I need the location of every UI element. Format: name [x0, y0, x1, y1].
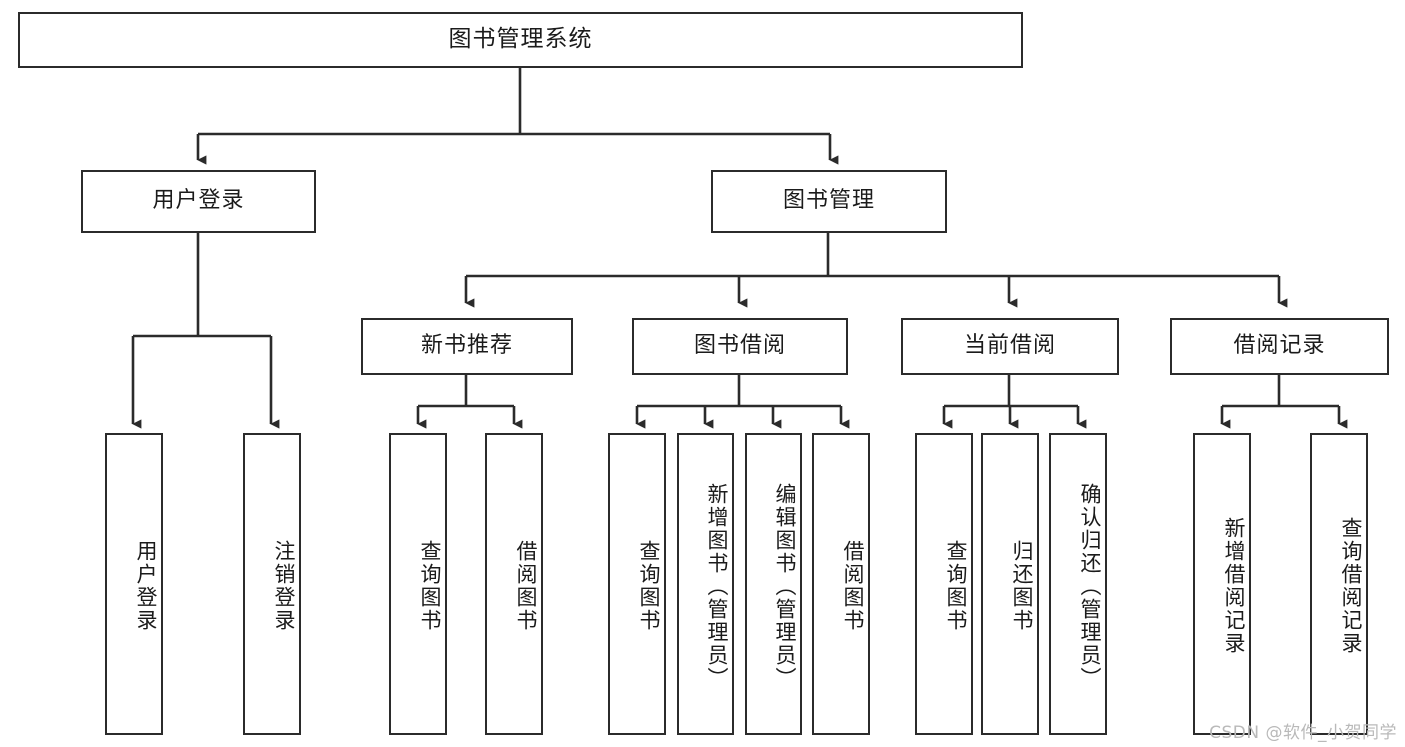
node-label: 新书推荐 [420, 333, 513, 359]
node-book-management[interactable]: 图书管理 [711, 170, 947, 233]
node-book-borrow[interactable]: 图书借阅 [632, 318, 848, 375]
node-current-borrow[interactable]: 当前借阅 [901, 318, 1119, 375]
node-label: 查询图书 [944, 540, 968, 632]
node-label: 确认归还（管理员） [1078, 482, 1102, 690]
leaf-book-borrow-borrow[interactable]: 借阅图书 [812, 433, 870, 735]
leaf-current-borrow-confirm-return[interactable]: 确认归还（管理员） [1049, 433, 1107, 735]
node-label: 借阅记录 [1233, 333, 1326, 359]
node-label: 借阅图书 [514, 540, 538, 632]
node-label: 新增图书（管理员） [705, 482, 729, 690]
leaf-book-borrow-edit[interactable]: 编辑图书（管理员） [745, 433, 802, 735]
leaf-book-borrow-add[interactable]: 新增图书（管理员） [677, 433, 734, 735]
leaf-new-book-borrow[interactable]: 借阅图书 [485, 433, 543, 735]
node-new-book-recommend[interactable]: 新书推荐 [361, 318, 573, 375]
leaf-borrow-record-add[interactable]: 新增借阅记录 [1193, 433, 1251, 735]
leaf-current-borrow-query[interactable]: 查询图书 [915, 433, 973, 735]
node-borrow-record[interactable]: 借阅记录 [1170, 318, 1389, 375]
node-label: 新增借阅记录 [1222, 517, 1246, 655]
node-root-book-management-system[interactable]: 图书管理系统 [18, 12, 1023, 68]
leaf-user-login-signin[interactable]: 用户登录 [105, 433, 163, 735]
node-label: 归还图书 [1010, 540, 1034, 632]
leaf-borrow-record-query[interactable]: 查询借阅记录 [1310, 433, 1368, 735]
node-label: 当前借阅 [963, 333, 1056, 359]
node-label: 借阅图书 [841, 540, 865, 632]
node-label: 编辑图书（管理员） [773, 482, 797, 690]
node-label: 用户登录 [134, 540, 158, 632]
node-label: 查询借阅记录 [1339, 517, 1363, 655]
leaf-user-login-logout[interactable]: 注销登录 [243, 433, 301, 735]
watermark-text: CSDN @软件_小贺同学 [1209, 723, 1397, 743]
node-label: 查询图书 [637, 540, 661, 632]
node-label: 用户登录 [152, 188, 245, 214]
leaf-new-book-query[interactable]: 查询图书 [389, 433, 447, 735]
node-label: 注销登录 [272, 540, 296, 632]
node-user-login[interactable]: 用户登录 [81, 170, 316, 233]
node-label: 图书管理系统 [448, 26, 593, 53]
leaf-current-borrow-return[interactable]: 归还图书 [981, 433, 1039, 735]
leaf-book-borrow-query[interactable]: 查询图书 [608, 433, 666, 735]
node-label: 查询图书 [418, 540, 442, 632]
node-label: 图书借阅 [693, 333, 786, 359]
node-label: 图书管理 [782, 188, 875, 214]
